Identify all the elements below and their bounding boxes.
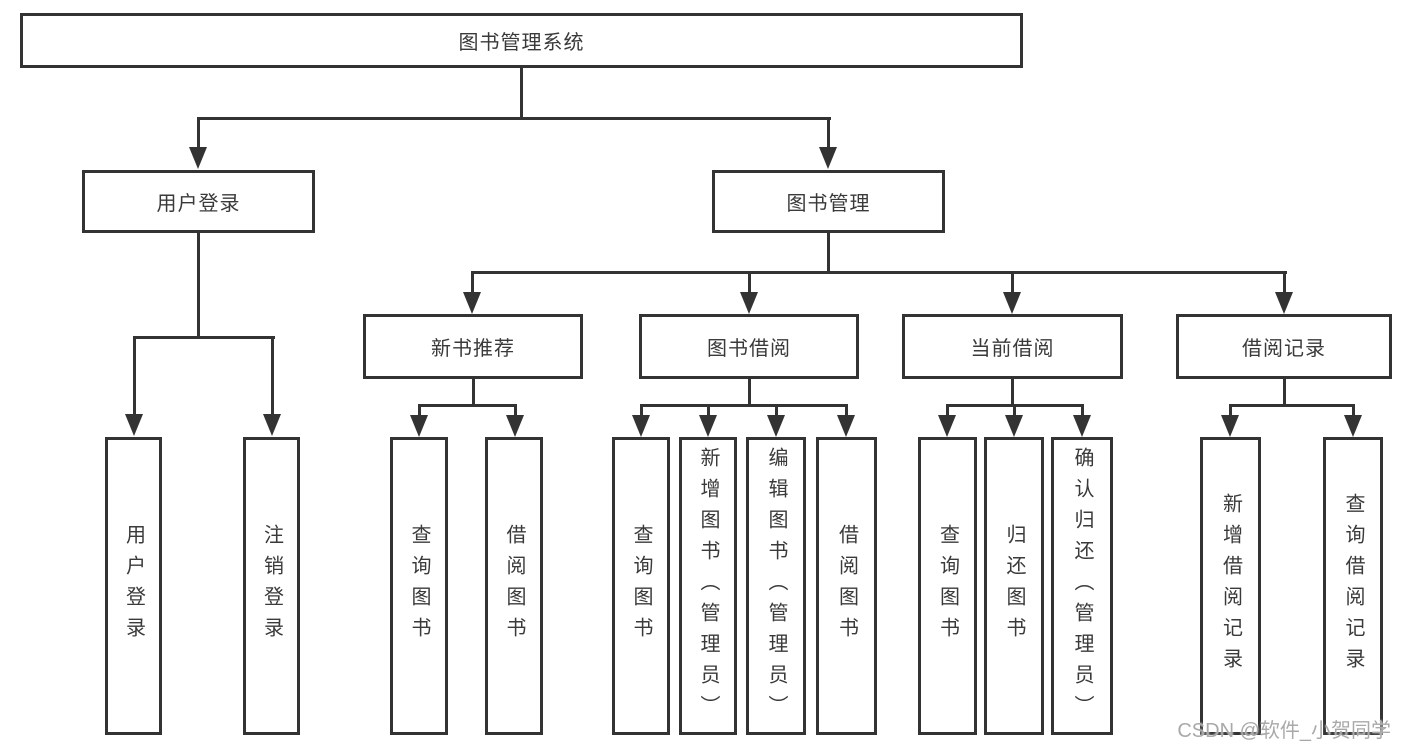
connector-line <box>1229 404 1355 407</box>
node-label: 图书管理系统 <box>458 32 585 54</box>
leaf-label: 查询图书 <box>408 524 430 648</box>
leaf-label: 确认归还（管理员） <box>1071 446 1093 726</box>
node-label: 图书借阅 <box>707 338 791 360</box>
node-label: 新书推荐 <box>431 338 515 360</box>
leaf-user-login: 用户登录 <box>105 437 162 735</box>
leaf-edit-books-admin: 编辑图书（管理员） <box>746 437 806 735</box>
leaf-label: 用户登录 <box>122 524 145 648</box>
node-book-borrowing: 图书借阅 <box>639 314 859 379</box>
node-label: 用户登录 <box>156 193 241 215</box>
leaf-borrow-books-recommend: 借阅图书 <box>485 437 543 735</box>
leaf-label: 借阅图书 <box>503 524 525 648</box>
arrow-down-icon <box>463 271 481 314</box>
arrow-down-icon <box>410 404 428 437</box>
leaf-label: 查询借阅记录 <box>1342 493 1364 679</box>
node-root-library-system: 图书管理系统 <box>20 13 1023 68</box>
arrow-down-icon <box>1221 404 1239 437</box>
arrow-down-icon <box>263 336 281 436</box>
leaf-add-books-admin: 新增图书（管理员） <box>679 437 737 735</box>
connector-line <box>748 377 751 406</box>
leaf-label: 编辑图书（管理员） <box>765 446 787 726</box>
leaf-label: 借阅图书 <box>835 524 858 648</box>
connector-line <box>197 231 200 338</box>
leaf-query-books-current: 查询图书 <box>918 437 977 735</box>
arrow-down-icon <box>740 271 758 314</box>
node-user-login: 用户登录 <box>82 170 315 233</box>
connector-line <box>640 404 848 407</box>
connector-line <box>418 404 517 407</box>
node-label: 图书管理 <box>786 193 871 215</box>
leaf-label: 查询图书 <box>936 524 959 648</box>
connector-line <box>133 336 275 339</box>
arrow-down-icon <box>1275 271 1293 314</box>
leaf-query-books-borrowing: 查询图书 <box>612 437 670 735</box>
leaf-confirm-return-admin: 确认归还（管理员） <box>1051 437 1113 735</box>
connector-line <box>520 68 523 119</box>
leaf-label: 归还图书 <box>1003 524 1025 648</box>
arrow-down-icon <box>506 404 524 437</box>
arrow-down-icon <box>699 404 717 437</box>
connector-line <box>1283 377 1286 406</box>
node-label: 借阅记录 <box>1242 338 1326 360</box>
leaf-query-borrow-record: 查询借阅记录 <box>1323 437 1383 735</box>
leaf-add-borrow-record: 新增借阅记录 <box>1200 437 1261 735</box>
leaf-return-books: 归还图书 <box>984 437 1044 735</box>
connector-line <box>1011 377 1014 406</box>
connector-line <box>827 231 830 273</box>
arrow-down-icon <box>1003 271 1021 314</box>
connector-line <box>472 377 475 406</box>
node-book-management: 图书管理 <box>712 170 945 233</box>
arrow-down-icon <box>125 336 143 436</box>
arrow-down-icon <box>1344 404 1362 437</box>
arrow-down-icon <box>819 117 837 169</box>
arrow-down-icon <box>767 404 785 437</box>
connector-line <box>471 271 1287 274</box>
leaf-label: 新增图书（管理员） <box>697 446 719 726</box>
arrow-down-icon <box>1005 404 1023 437</box>
leaf-label: 新增借阅记录 <box>1219 493 1242 679</box>
csdn-watermark: CSDN @软件_小贺同学 <box>1177 720 1391 742</box>
node-borrowing-records: 借阅记录 <box>1176 314 1392 379</box>
connector-line <box>197 117 831 120</box>
arrow-down-icon <box>1073 404 1091 437</box>
leaf-query-books-recommend: 查询图书 <box>390 437 448 735</box>
leaf-logout: 注销登录 <box>243 437 300 735</box>
arrow-down-icon <box>938 404 956 437</box>
node-new-book-recommendation: 新书推荐 <box>363 314 583 379</box>
arrow-down-icon <box>632 404 650 437</box>
node-current-borrowing: 当前借阅 <box>902 314 1123 379</box>
leaf-label: 查询图书 <box>630 524 652 648</box>
leaf-borrow-books-borrowing: 借阅图书 <box>816 437 877 735</box>
leaf-label: 注销登录 <box>260 524 283 648</box>
arrow-down-icon <box>837 404 855 437</box>
arrow-down-icon <box>189 117 207 169</box>
node-label: 当前借阅 <box>970 338 1055 360</box>
